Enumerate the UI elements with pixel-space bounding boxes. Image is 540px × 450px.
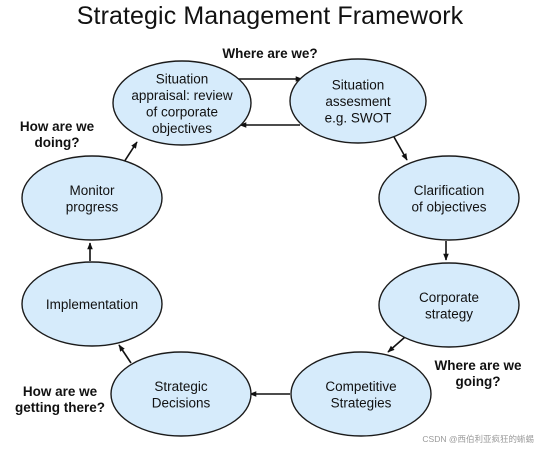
node-label-line: Strategic — [154, 379, 208, 394]
node-ellipse — [378, 155, 520, 241]
node-implementation: Implementation — [21, 261, 163, 347]
node-label-line: progress — [66, 199, 119, 214]
question-line: going? — [456, 374, 501, 389]
question-line: getting there? — [15, 400, 105, 415]
question-line: doing? — [35, 135, 80, 150]
node-ellipse — [110, 351, 252, 437]
arrow-monitor-to-appraisal — [123, 141, 138, 163]
node-label-line: Situation — [332, 78, 385, 93]
node-label-line: Monitor — [69, 183, 115, 198]
arrow-decisions-to-implementation — [118, 344, 132, 364]
arrow-corporate-to-competitive — [387, 336, 406, 353]
question-line: Where are we? — [222, 46, 317, 61]
question-line: How are we — [20, 119, 95, 134]
node-label-line: assesment — [325, 94, 391, 109]
node-label-line: of objectives — [411, 199, 486, 214]
node-ellipse — [21, 261, 163, 347]
node-label-line: Competitive — [325, 379, 396, 394]
node-ellipse — [112, 60, 252, 146]
node-ellipse — [378, 262, 520, 348]
node-label-line: Decisions — [152, 395, 211, 410]
node-label-line: Strategies — [331, 395, 392, 410]
node-label-line: appraisal: review — [131, 88, 233, 103]
watermark-text: CSDN @西伯利亚疯狂的蜥蜴 — [422, 434, 534, 444]
arrow-assessment-to-clarification — [393, 136, 408, 161]
page-title: Strategic Management Framework — [76, 2, 464, 30]
question-where-are-we: Where are we? — [222, 46, 317, 61]
arrows-layer — [87, 76, 449, 397]
node-label-line: Implementation — [46, 297, 138, 312]
node-ellipse — [21, 155, 163, 241]
question-line: Where are we — [434, 358, 522, 373]
node-label-line: Situation — [156, 71, 209, 86]
node-label-line: Clarification — [414, 183, 485, 198]
node-ellipse — [289, 58, 427, 144]
node-label-line: objectives — [152, 121, 212, 136]
node-label-line: e.g. SWOT — [325, 111, 392, 126]
node-label-line: strategy — [425, 306, 473, 321]
node-ellipse — [290, 351, 432, 437]
node-label-line: of corporate — [146, 104, 218, 119]
node-label-line: Corporate — [419, 290, 479, 305]
question-line: How are we — [23, 384, 98, 399]
